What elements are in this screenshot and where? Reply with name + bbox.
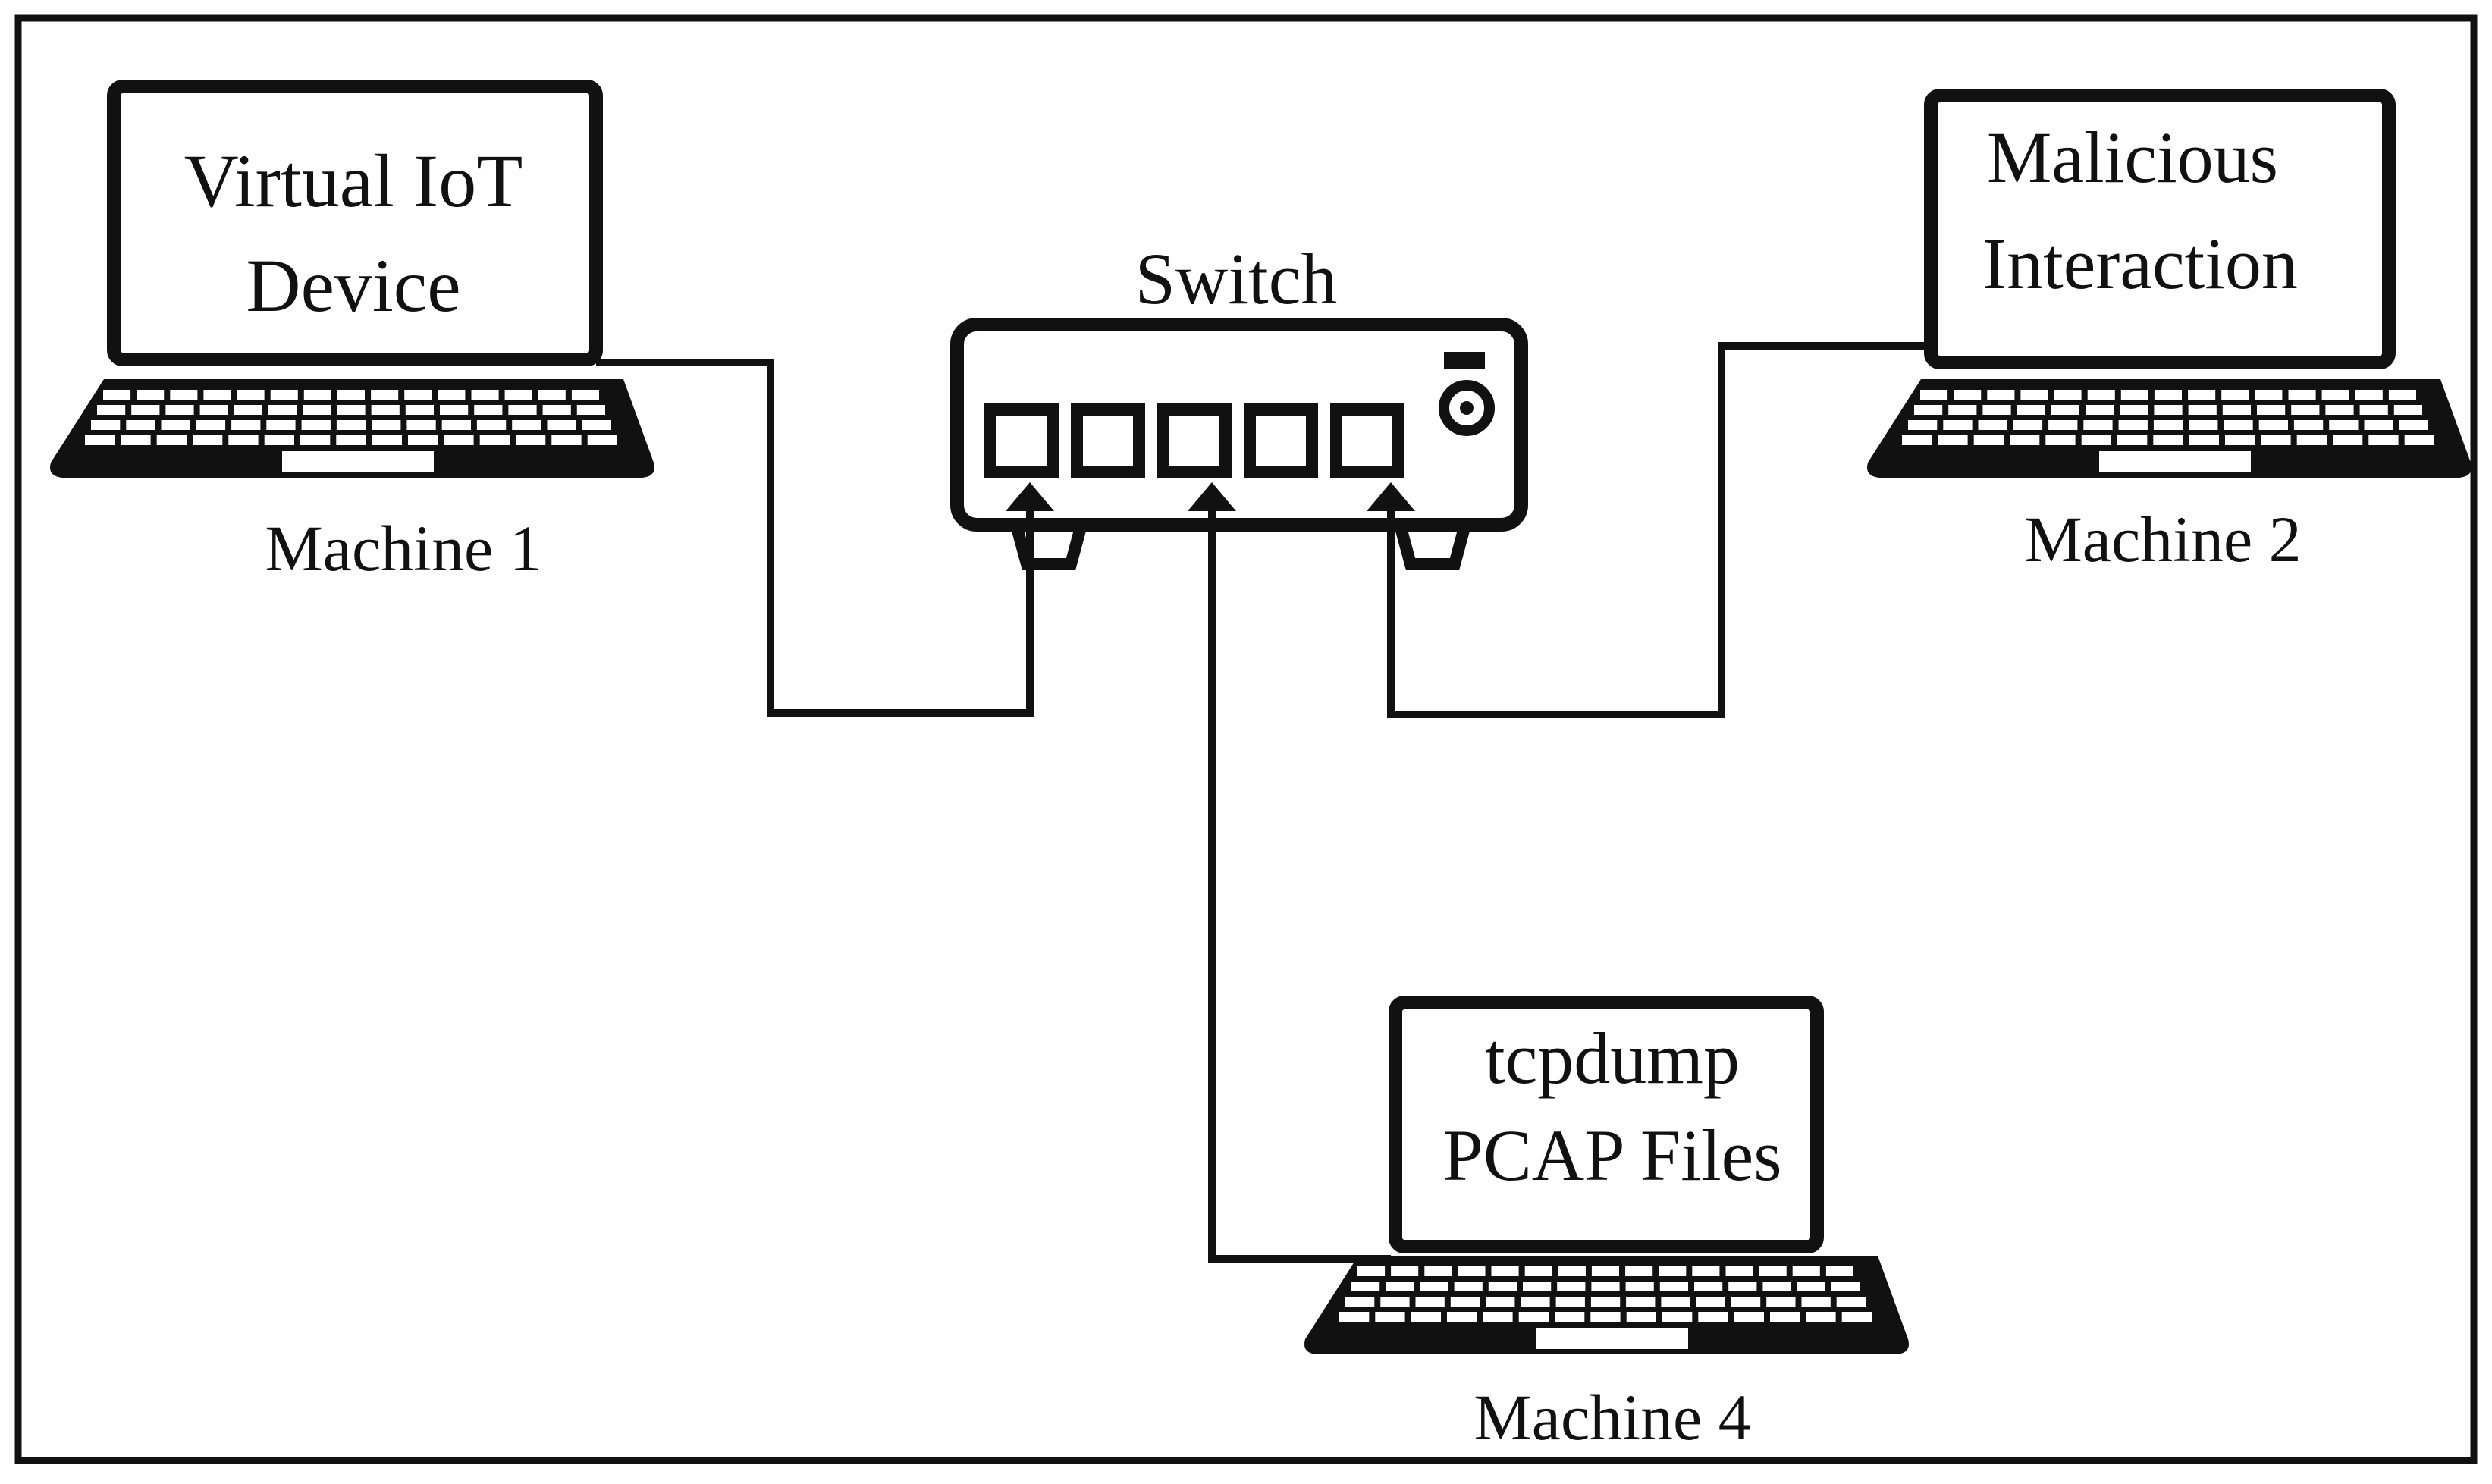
machine-1-caption: Machine 1 (265, 512, 541, 585)
machine-2-screen (1924, 89, 2396, 369)
switch-port-4 (1244, 403, 1318, 478)
machine-4-caption: Machine 4 (1474, 1381, 1750, 1454)
machine-2-laptop: Malicious Interaction (1867, 89, 2472, 478)
arrow-port-3 (1188, 482, 1236, 511)
switch-foot-right (1394, 522, 1471, 570)
switch-indicator (1444, 352, 1485, 369)
machine-1-screen-line2: Device (246, 243, 460, 328)
diagram-border (14, 14, 2478, 1464)
cable-machine-2 (1387, 342, 1931, 718)
switch-label: Switch (1135, 238, 1338, 319)
cable-machine-4 (1208, 493, 1391, 1263)
cable-machine-1 (596, 359, 1034, 717)
port-arrows (1006, 482, 1415, 511)
machine-4-screen-line2: PCAP Files (1442, 1115, 1781, 1196)
machine-1-screen (107, 80, 603, 366)
switch-foot-left (1010, 522, 1088, 570)
machine-2-caption: Machine 2 (2024, 503, 2301, 576)
machine-2-screen-line1: Malicious (1987, 117, 2278, 198)
arrow-port-5 (1367, 482, 1415, 511)
cables (596, 342, 1931, 1263)
machine-4-screen (1389, 996, 1824, 1253)
machine-1-screen-line1: Virtual IoT (184, 139, 523, 223)
machine-4-laptop: tcpdump PCAP Files (1304, 996, 1909, 1354)
network-switch (950, 318, 1528, 570)
machine-2-screen-line2: Interaction (1982, 223, 2298, 304)
machine-4-screen-line1: tcpdump (1485, 1018, 1740, 1099)
arrow-port-1 (1006, 482, 1054, 511)
switch-port-5 (1330, 403, 1404, 478)
switch-port-3 (1157, 403, 1232, 478)
switch-port-1 (984, 403, 1059, 478)
switch-port-2 (1071, 403, 1145, 478)
machine-1-laptop: Virtual IoT Device (50, 80, 654, 478)
